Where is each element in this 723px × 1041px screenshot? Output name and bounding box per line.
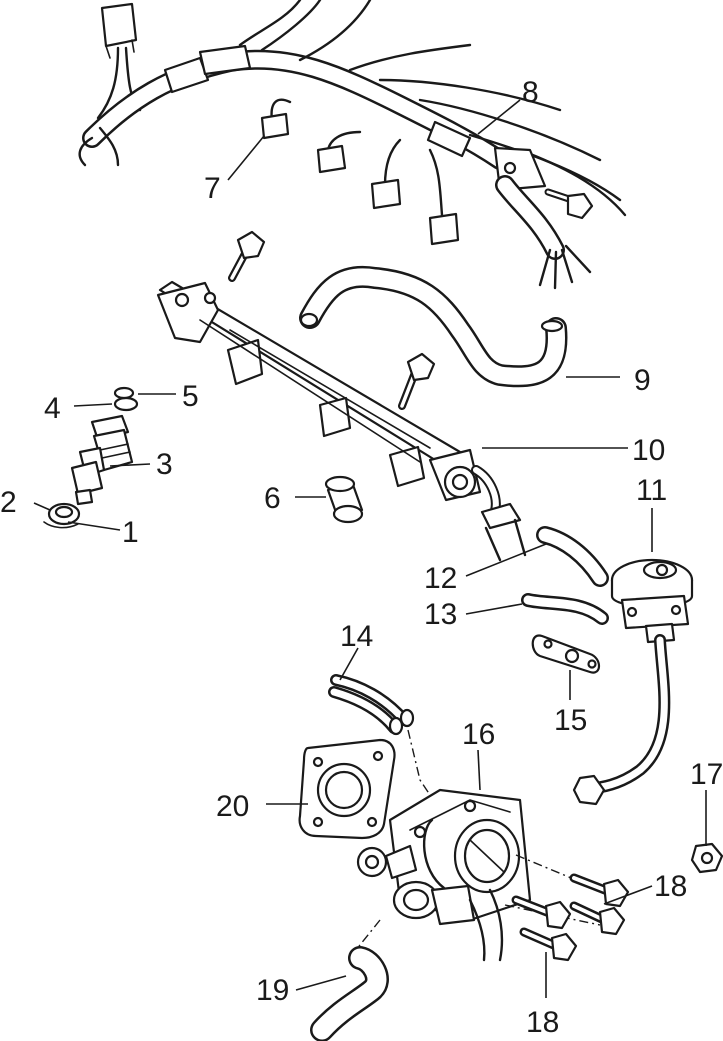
callout-4: 4 [44, 392, 61, 425]
callout-12: 12 [424, 562, 457, 595]
fuel-injector [70, 414, 134, 506]
assembly-line-bolts [515, 854, 601, 891]
injector-seal [47, 502, 81, 526]
fuel-hose [299, 265, 568, 388]
callout-15: 15 [554, 704, 587, 737]
throttle-body-bolt-4 [519, 927, 578, 962]
callout-8: 8 [522, 76, 539, 109]
leader-lines [33, 99, 707, 998]
fuel-rail-bolt-upper [228, 230, 266, 282]
throttle-body [356, 788, 532, 962]
callout-16: 16 [462, 718, 495, 751]
insulator [324, 475, 364, 524]
assembly-line-19 [355, 919, 381, 951]
throttle-body-bolt-2 [511, 895, 572, 930]
callout-18-lower: 18 [526, 1006, 559, 1039]
callout-3: 3 [156, 448, 173, 481]
callout-19: 19 [256, 974, 289, 1007]
callout-1: 1 [122, 516, 139, 549]
throttle-body-bolt-1 [569, 873, 630, 908]
throttle-body-bolt-3 [569, 901, 626, 936]
assembly-line-bolts-2 [504, 904, 601, 926]
callout-13: 13 [424, 598, 457, 631]
egr-valve [610, 558, 694, 644]
callout-18-upper: 18 [654, 870, 687, 903]
o-ring-lower [43, 521, 79, 529]
o-ring-upper [113, 386, 139, 412]
hose-13 [521, 593, 609, 625]
callout-14: 14 [340, 620, 373, 653]
egr-nut [690, 842, 723, 874]
hose-12 [536, 526, 609, 587]
callout-7: 7 [204, 172, 221, 205]
harness-bolt [544, 188, 594, 220]
callout-labels: 1 2 3 4 5 6 7 8 9 10 11 12 13 14 15 16 1… [0, 76, 723, 1039]
callout-20: 20 [216, 790, 249, 823]
hose-19 [310, 946, 389, 1041]
callout-6: 6 [264, 482, 281, 515]
egr-gasket [531, 634, 601, 674]
wiring-harness [78, 0, 627, 290]
throttle-body-gasket [298, 738, 396, 840]
callout-17: 17 [690, 758, 723, 791]
callout-9: 9 [634, 364, 651, 397]
callout-11: 11 [636, 474, 667, 507]
fuel-rail-bolt-lower [398, 352, 436, 410]
hose-14 [328, 674, 415, 736]
callout-5: 5 [182, 380, 199, 413]
egr-pipe [572, 634, 671, 806]
callout-10: 10 [632, 434, 665, 467]
assembly-line-14 [407, 729, 441, 811]
fuel-rail [156, 280, 527, 562]
callout-2: 2 [0, 486, 17, 519]
